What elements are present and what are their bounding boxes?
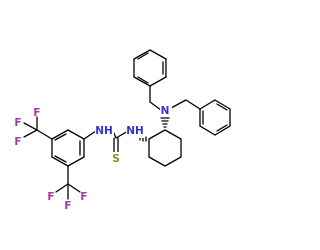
bonds — [23, 49, 231, 200]
sulfur-label: S — [112, 153, 120, 165]
right-benzyl-bond-1 — [170, 99, 187, 109]
right-phenyl-ring — [199, 99, 231, 136]
cf3-lower-f5-bond — [67, 183, 81, 193]
fluorine-label-6: F — [64, 200, 71, 212]
amine-nitrogen-label: N — [161, 105, 170, 117]
fluorine-label-4: F — [47, 191, 54, 203]
cf3-upper-f3-bond — [23, 129, 38, 138]
aryl-ring — [51, 129, 85, 167]
fluorine-label-2: F — [14, 117, 21, 129]
cf3-lower-f4-bond — [55, 183, 69, 193]
aryl-nh-bond — [83, 130, 97, 140]
cf3-upper-bond — [36, 129, 53, 140]
atom-labels: N NH NH S F F F F F F — [14, 104, 172, 212]
cyclohexane-ring — [148, 129, 182, 167]
thiourea-nh-right-label: NH — [126, 125, 144, 137]
molecule-structure: N NH NH S F F F F F F — [14, 49, 231, 212]
right-benzyl-bond-2 — [185, 99, 201, 110]
top-benzyl-bond-2 — [149, 101, 162, 111]
fluorine-label-1: F — [33, 107, 40, 119]
hashed-wedge-amine — [160, 117, 170, 128]
fluorine-label-5: F — [80, 191, 87, 203]
fluorine-label-3: F — [14, 136, 21, 148]
cf3-upper-f2-bond — [23, 122, 38, 131]
thiourea-nh-left-label: NH — [95, 125, 113, 137]
top-phenyl-ring — [133, 49, 167, 87]
structure-canvas: N NH NH S F F F F F F — [14, 49, 231, 212]
